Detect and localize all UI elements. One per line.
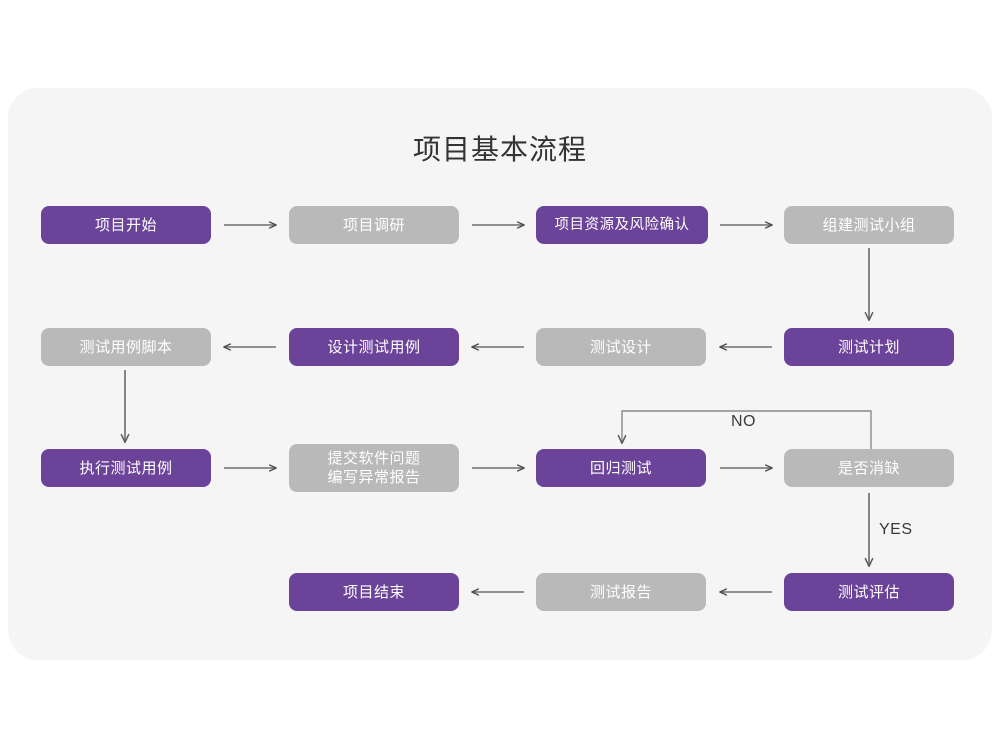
node-project-start[interactable]: 项目开始 — [41, 206, 211, 244]
page-title: 项目基本流程 — [412, 134, 587, 165]
node-design-test-case[interactable]: 设计测试用例 — [289, 328, 459, 366]
edge-label-yes: YES — [879, 521, 913, 538]
node-project-research[interactable]: 项目调研 — [289, 206, 459, 244]
node-execute-test-case[interactable]: 执行测试用例 — [41, 449, 211, 487]
node-test-evaluation[interactable]: 测试评估 — [784, 573, 954, 611]
node-regression-test[interactable]: 回归测试 — [536, 449, 706, 487]
node-test-design[interactable]: 测试设计 — [536, 328, 706, 366]
node-defect-cleared[interactable]: 是否消缺 — [784, 449, 954, 487]
flowchart-card — [8, 88, 992, 660]
node-test-plan[interactable]: 测试计划 — [784, 328, 954, 366]
node-resource-risk-confirm[interactable]: 项目资源及风险确认 — [536, 206, 708, 244]
node-test-case-script[interactable]: 测试用例脚本 — [41, 328, 211, 366]
node-build-test-team[interactable]: 组建测试小组 — [784, 206, 954, 244]
node-project-end[interactable]: 项目结束 — [289, 573, 459, 611]
node-submit-issue-report[interactable]: 提交软件问题 编写异常报告 — [289, 444, 459, 492]
edge-label-no: NO — [731, 413, 756, 430]
node-test-report[interactable]: 测试报告 — [536, 573, 706, 611]
